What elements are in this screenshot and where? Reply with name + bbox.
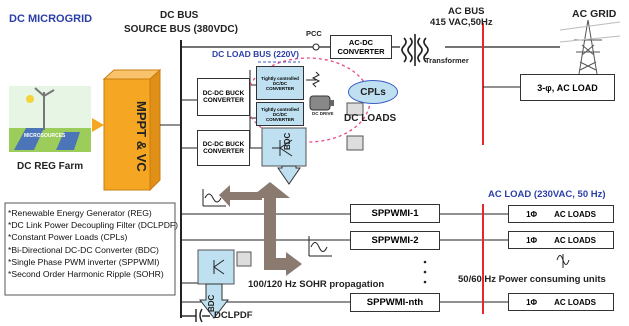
legend-item-dclpdf: *DC Link Power Decoupling Filter (DCLPDF… xyxy=(8,219,178,231)
buck1-line1: DC-DC BUCK xyxy=(203,90,245,97)
ellipsis-dots xyxy=(424,261,427,284)
ac-dc-converter-box: AC-DC CONVERTER xyxy=(330,35,392,59)
legend-item-reg: *Renewable Energy Generator (REG) xyxy=(8,207,178,219)
diagram-title: DC MICROGRID xyxy=(9,13,92,25)
dc-reg-farm-label: DC REG Farm xyxy=(17,161,83,172)
ac-load-nth-symbol: 1Φ xyxy=(526,298,537,307)
transmission-tower-icon xyxy=(560,20,620,80)
microsources-label: MICROSOURCES xyxy=(24,134,65,140)
ac-load-1-label: AC LOADS xyxy=(554,210,596,219)
battery-icon xyxy=(237,252,251,266)
ac-load-nth: 1Φ AC LOADS xyxy=(508,293,614,311)
legend: *Renewable Energy Generator (REG) *DC Li… xyxy=(8,207,178,280)
tight-converter-1: Tightly controlled DC/DC CONVERTER xyxy=(256,66,304,100)
dc-drive-icon xyxy=(310,96,334,110)
bdc-lower-box xyxy=(198,250,234,284)
buck-converter-2: DC-DC BUCK CONVERTER xyxy=(197,130,250,166)
ripple-waveform-right xyxy=(309,236,332,256)
sohr-arrow-left xyxy=(219,185,262,207)
transformer-label: Transformer xyxy=(425,57,469,65)
ac-load-1-symbol: 1Φ xyxy=(526,210,537,219)
sohr-propagation-label: 100/120 Hz SOHR propagation xyxy=(248,280,384,290)
dc-loads-label: DC LOADS xyxy=(344,113,396,124)
three-phase-load-box: 3-φ, AC LOAD xyxy=(520,74,615,101)
bdc-upper-arrow xyxy=(278,166,300,184)
inverter-2: SPPWMI-2 xyxy=(350,231,440,250)
legend-item-sohr: *Second Order Harmonic Ripple (SOHR) xyxy=(8,268,178,280)
mppt-line3: VC xyxy=(134,153,149,171)
ac-waveform-icon xyxy=(557,254,569,268)
inverter-nth: SPPWMI-nth xyxy=(350,293,440,312)
ac-load-2-symbol: 1Φ xyxy=(526,236,537,245)
ac-load-nth-label: AC LOADS xyxy=(554,298,596,307)
dc-bus-label: DC BUS xyxy=(160,10,198,21)
ac-bus-voltage: 415 VAC,50Hz xyxy=(430,18,493,28)
sohr-arrow-right xyxy=(264,246,302,276)
ac-grid-label: AC GRID xyxy=(572,9,616,21)
tight-converter-2: Tightly controlled DC/DC CONVERTER xyxy=(256,102,304,126)
buck2-line1: DC-DC BUCK xyxy=(203,141,245,148)
dc-drive-label: DC DRIVE xyxy=(312,112,334,117)
dc-load-bus-label: DC LOAD BUS (220V) xyxy=(212,50,299,59)
ac-bus-label: AC BUS xyxy=(448,7,484,17)
buck2-line2: CONVERTER xyxy=(203,148,244,155)
capacitor-icon xyxy=(181,309,210,322)
dclpdf-label: DCLPDF xyxy=(214,311,253,321)
ac-dc-converter-line2: CONVERTER xyxy=(337,47,384,56)
source-bus-label: SOURCE BUS (380VDC) xyxy=(124,24,238,35)
inverter-1: SPPWMI-1 xyxy=(350,204,440,223)
legend-item-sppwmi: *Single Phase PWM inverter (SPPWMI) xyxy=(8,256,178,268)
mppt-line1: MPPT xyxy=(134,101,149,137)
ac-load-2-label: AC LOADS xyxy=(554,236,596,245)
bdc-upper-label: BDC xyxy=(284,133,293,150)
device-load-icon xyxy=(347,136,363,150)
power-consuming-label: 50/60 Hz Power consuming units xyxy=(458,275,606,285)
resistor-load-icon xyxy=(306,72,319,87)
mppt-label: MPPT & VC xyxy=(106,100,148,172)
reg-farm-image xyxy=(9,86,91,152)
pcc-node xyxy=(313,44,319,50)
legend-item-cpls: *Constant Power Loads (CPLs) xyxy=(8,231,178,243)
buck-converter-1: DC-DC BUCK CONVERTER xyxy=(197,78,250,116)
tight2-line3: CONVERTER xyxy=(266,117,294,122)
farm-arrow xyxy=(92,118,104,132)
buck1-line2: CONVERTER xyxy=(203,97,244,104)
ac-load-2: 1Φ AC LOADS xyxy=(508,231,614,249)
mppt-line2: & xyxy=(134,140,149,149)
legend-item-bdc: *Bi-Directional DC-DC Converter (BDC) xyxy=(8,244,178,256)
ac-load-bus-label: AC LOAD (230VAC, 50 Hz) xyxy=(488,190,606,200)
ac-dc-converter-line1: AC-DC xyxy=(349,38,373,47)
pcc-label: PCC xyxy=(306,30,322,38)
cpls-badge: CPLs xyxy=(348,80,398,104)
ac-load-1: 1Φ AC LOADS xyxy=(508,205,614,223)
tight1-line3: CONVERTER xyxy=(266,86,294,91)
